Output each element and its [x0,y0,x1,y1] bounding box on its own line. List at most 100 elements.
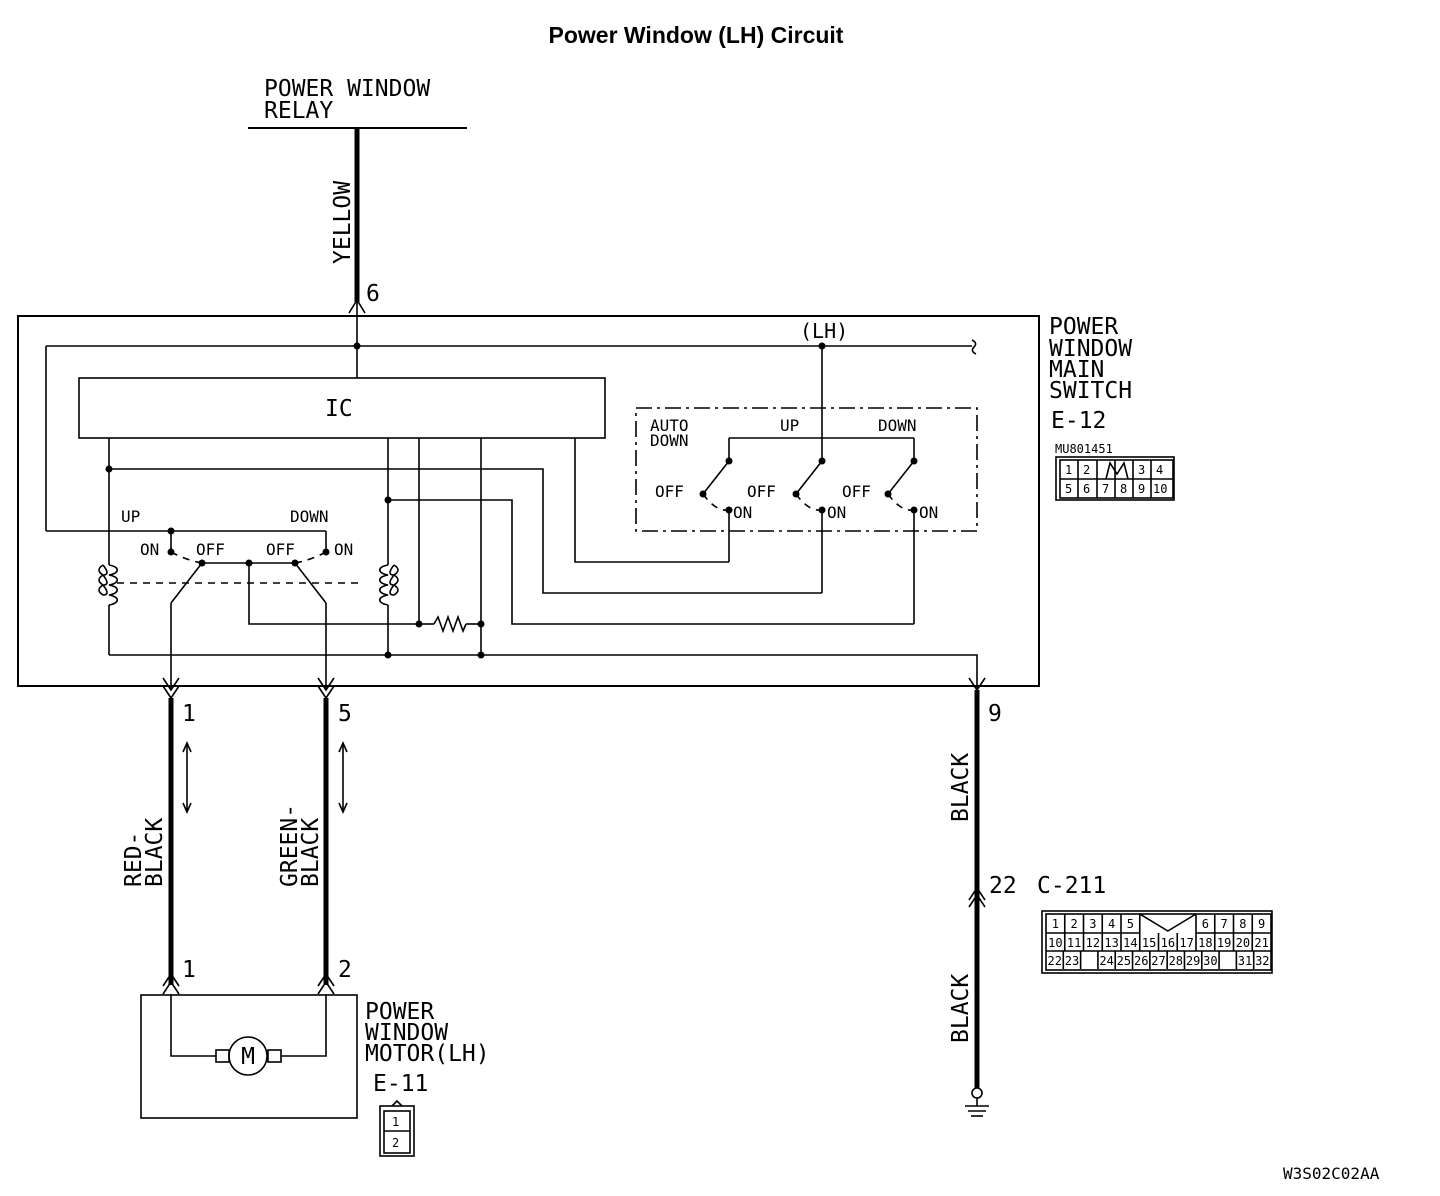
c211-pin-9: 9 [1258,917,1265,931]
relay-down-label: DOWN [290,507,329,526]
connector-e12-face: 1 2 3 4 5 6 7 8 9 10 [1055,456,1175,501]
lower-up-label: UP [780,416,799,435]
switch-down-lower: OFF ON [842,457,938,624]
down-off: OFF [842,482,871,501]
ground-bus [109,651,978,690]
connector-e11-face: 1 2 [379,1099,415,1157]
lower-down-label: DOWN [878,416,917,435]
red-black-label-2: BLACK [142,818,168,887]
c211-pin-1: 1 [1052,917,1059,931]
c211-pin-11: 11 [1067,936,1081,950]
ic-label: IC [325,396,353,422]
c211-pin-23: 23 [1065,954,1079,968]
black-label-lower: BLACK [948,974,974,1043]
e12-pin-6: 6 [1083,482,1090,496]
e12-pin-8: 8 [1120,482,1127,496]
internal-power-bus: (LH) [45,319,977,532]
c211-pin-8: 8 [1239,917,1246,931]
relay-up-on: ON [140,540,159,559]
green-black-label-2: BLACK [298,818,324,887]
main-switch-box [17,315,1040,687]
motor-pin-2-label: 2 [338,957,352,983]
c211-pin-31: 31 [1238,954,1252,968]
e12-pin-4: 4 [1156,463,1163,477]
c211-pin-6: 6 [1202,917,1209,931]
power-window-relay: POWER WINDOW RELAY [248,76,467,129]
relay-down: OFF ON [202,531,419,690]
c211-pin-4: 4 [1108,917,1115,931]
figure-code: W3S02C02AA [1283,1164,1380,1183]
relay-down-off: OFF [266,540,295,559]
relay-label-line1: POWER WINDOW [264,76,430,102]
down-on: ON [919,503,938,522]
main-switch-connector: E-12 [1051,408,1106,434]
lh-label: (LH) [800,319,848,343]
up-on: ON [827,503,846,522]
c211-pin-5: 5 [1127,917,1134,931]
e12-pin-1: 1 [1065,463,1072,477]
auto-down-label-line1: AUTO [650,416,689,435]
up-off: OFF [747,482,776,501]
auto-down-off: OFF [655,482,684,501]
pin-5-label: 5 [338,701,352,727]
green-black-label-1: GREEN- [277,804,303,887]
c211-pin-24: 24 [1099,954,1113,968]
c211-pin-22: 22 [1047,954,1061,968]
c211-pin-3: 3 [1089,917,1096,931]
relay-up: ON OFF [98,527,360,690]
motor-pin-1-label: 1 [182,957,196,983]
motor-label-line3: MOTOR(LH) [365,1041,490,1067]
c211-pin-13: 13 [1104,936,1118,950]
wire-yellow: YELLOW 6 [330,128,380,346]
c211-pin-29: 29 [1186,954,1200,968]
ic-block: IC [78,377,606,439]
e12-pin-2: 2 [1083,463,1090,477]
c211-pin-17: 17 [1179,936,1193,950]
main-switch-line4: SWITCH [1049,378,1132,404]
c211-pin-10: 10 [1048,936,1062,950]
motor-label-line2: WINDOW [365,1020,448,1046]
switch-auto-down: OFF ON [655,457,752,562]
e12-pin-5: 5 [1065,482,1072,496]
c211-key-notch [1139,913,1197,932]
auto-down-label-line2: DOWN [650,431,689,450]
pin-9-label: 9 [988,701,1002,727]
c211-pin-18: 18 [1198,936,1212,950]
motor-label-line1: POWER [365,999,434,1025]
e11-pin-1: 1 [392,1115,399,1129]
auto-down-on: ON [733,503,752,522]
diagram-title: Power Window (LH) Circuit [549,22,844,48]
c211-pin-2: 2 [1070,917,1077,931]
c211-pin-7: 7 [1220,917,1227,931]
c211-pin-26: 26 [1134,954,1148,968]
relay-down-on: ON [334,540,353,559]
main-switch-line1: POWER [1049,314,1118,340]
ground-symbol [965,1087,989,1117]
wire-green-black: GREEN- BLACK [277,698,348,985]
wire-black: BLACK 22 BLACK [948,690,1017,1088]
relay-up-label: UP [121,507,140,526]
ic-return-lines [105,438,914,655]
e12-pin-3: 3 [1138,463,1145,477]
relay-label-line2: RELAY [264,98,333,124]
c211-pin-19: 19 [1217,936,1231,950]
c211-pin-28: 28 [1169,954,1183,968]
red-black-label-1: RED- [121,832,147,887]
pin-22-label: 22 [989,873,1017,899]
c211-pin-27: 27 [1151,954,1165,968]
c211-pin-16: 16 [1161,936,1175,950]
e12-pin-7: 7 [1102,482,1109,496]
e11-pin-2: 2 [392,1136,399,1150]
black-label-upper: BLACK [948,753,974,822]
motor-symbol: M [241,1044,255,1070]
wire-red-black: RED- BLACK [121,698,192,985]
power-window-motor: 1 2 M POWER WINDOW MOTOR(LH) E-11 [140,957,490,1119]
e12-pin-9: 9 [1138,482,1145,496]
wire-label-yellow: YELLOW [330,181,356,264]
main-switch-part-number: MU801451 [1055,442,1113,456]
pin-6-label: 6 [366,281,380,307]
c211-pin-14: 14 [1123,936,1137,950]
